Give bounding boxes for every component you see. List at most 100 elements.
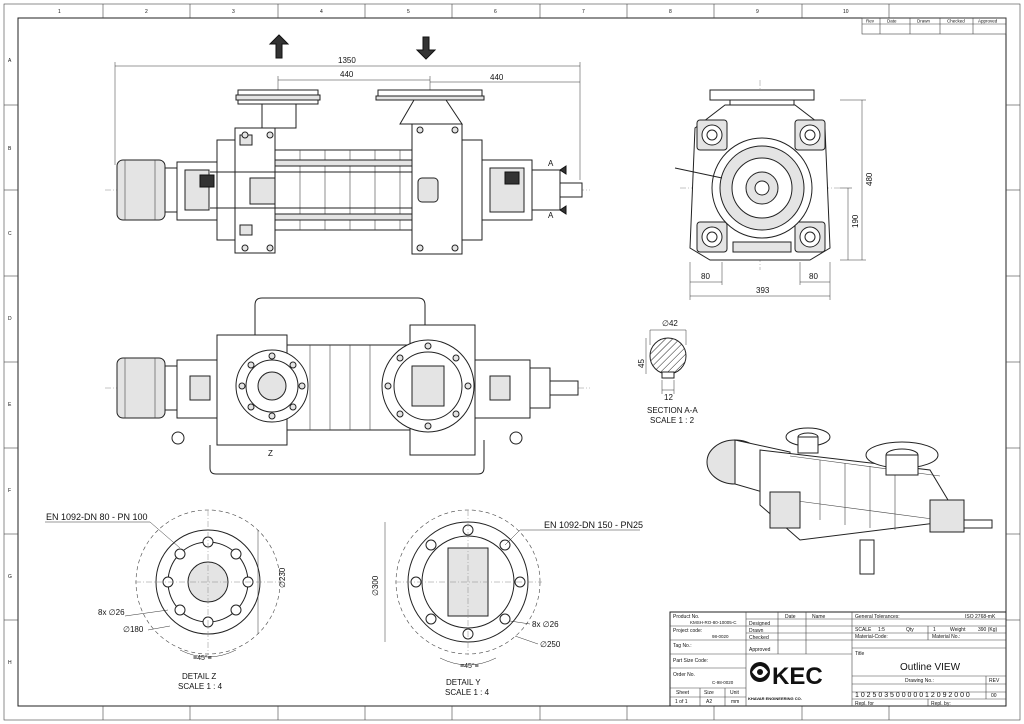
dim-440: 440 <box>340 70 354 79</box>
size-label: Size <box>704 690 714 696</box>
title-label: Title <box>855 651 864 657</box>
drawing-no-label: Drawing No.: <box>905 678 934 684</box>
zone-num: 8 <box>669 9 672 15</box>
zone-labels: 1 2 3 4 5 6 7 8 9 10 A B C D E F G H <box>8 9 849 666</box>
order-no-label: Order No. <box>673 672 695 678</box>
dim-45: 45 <box>637 359 646 368</box>
unit-value: mm <box>731 699 739 705</box>
detail-z-title: DETAIL Z <box>182 672 216 681</box>
detail-mark-z: Z <box>268 449 273 458</box>
general-tol: ISO 2768-mK <box>965 614 996 620</box>
angle-z: ≡45°≡ <box>193 654 212 662</box>
approved-label: Approved <box>749 647 771 653</box>
drawn-label: Drawn <box>749 628 764 634</box>
zone-letter: H <box>8 660 12 666</box>
dim-80: 80 <box>701 272 710 281</box>
zone-num: 9 <box>756 9 759 15</box>
general-tol-label: General Tolerances: <box>855 614 900 620</box>
flange-spec-z: EN 1092-DN 80 - PN 100 <box>46 512 148 522</box>
zone-letter: G <box>8 574 12 580</box>
material-code-label: Material-Code: <box>855 634 888 640</box>
rev-label: REV <box>989 678 1000 684</box>
section-mark-a: A <box>548 159 554 168</box>
revision-table: Rev Date Drawn Checked Approved <box>861 17 1007 35</box>
dim-440: 440 <box>490 73 504 82</box>
pump-top-view: Z <box>105 297 590 475</box>
title-block: Product No. KMSH-RO-80-10005-C Project c… <box>669 611 1007 707</box>
zone-letter: D <box>8 316 12 322</box>
drawing-no: 1 0 2 5 0 3 5 0 0 0 0 0 1 2 0 9 2 0 0 0 <box>855 692 970 699</box>
section-aa-scale: SCALE 1 : 2 <box>650 416 695 425</box>
repl-for-label: Repl. for <box>855 701 874 707</box>
rev-col-header: Approved <box>978 19 998 24</box>
designed-label: Designed <box>749 621 770 627</box>
detail-z-scale: SCALE 1 : 4 <box>178 682 223 691</box>
date-label: Date <box>785 614 796 620</box>
zone-num: 10 <box>843 9 849 15</box>
zone-num: 3 <box>232 9 235 15</box>
flange-spec-y: EN 1092-DN 150 - PN25 <box>544 520 643 530</box>
flow-down-arrow-icon <box>415 36 437 60</box>
dim-12: 12 <box>664 393 673 402</box>
logo-text: KEC <box>772 663 823 690</box>
company-name: KHAVAR ENGINEERING CO. <box>748 696 802 701</box>
dim-d42: ∅42 <box>662 319 678 328</box>
detail-z: ∅230 EN 1092-DN 80 - PN 100 8x ∅26 ∅180 … <box>45 509 287 691</box>
checked-label: Checked <box>749 635 769 641</box>
dim-190: 190 <box>851 214 860 228</box>
dim-d250: ∅250 <box>540 640 561 649</box>
pump-isometric-view <box>706 427 993 575</box>
detail-y-scale: SCALE 1 : 4 <box>445 688 490 697</box>
section-a-a: ∅42 45 12 SECTION A-A SCALE 1 : 2 <box>637 319 698 425</box>
kec-logo: KEC KHAVAR ENGINEERING CO. <box>748 662 823 701</box>
zone-ticks <box>4 4 1020 720</box>
project-code: 98-0020 <box>712 634 729 639</box>
part-size-label: Part Size Code: <box>673 658 708 664</box>
qty-value: 1 <box>933 627 936 633</box>
dim-480: 480 <box>865 172 874 186</box>
zone-letter: A <box>8 58 12 64</box>
zone-letter: B <box>8 146 12 152</box>
rev-col-header: Date <box>887 19 897 24</box>
dim-80: 80 <box>809 272 818 281</box>
detail-y: ∅300 EN 1092-DN 150 - PN25 8x ∅26 ∅250 ≡… <box>371 509 643 697</box>
scale-label: SCALE <box>855 627 872 633</box>
zone-num: 7 <box>582 9 585 15</box>
detail-y-title: DETAIL Y <box>446 678 481 687</box>
order-no: C-98-0020 <box>712 680 734 685</box>
dim-d300: ∅300 <box>371 575 380 596</box>
rev-col-header: Checked <box>947 19 965 24</box>
zone-letter: F <box>8 488 11 494</box>
product-no: KMSH-RO-80-10005-C <box>690 620 737 625</box>
flow-up-arrow-icon <box>268 34 290 59</box>
dim-d230: ∅230 <box>278 567 287 588</box>
repl-by-label: Repl. by: <box>931 701 951 707</box>
scale-value: 1:5 <box>878 627 885 633</box>
rev-value: 00 <box>991 693 997 699</box>
rev-col-header: Rev <box>866 19 875 24</box>
sheet-label: Sheet <box>676 690 690 696</box>
zone-num: 5 <box>407 9 410 15</box>
zone-letter: C <box>8 231 12 237</box>
qty-label: Qty <box>906 627 914 633</box>
project-code-label: Project code: <box>673 628 702 634</box>
material-no-label: Material No.: <box>932 634 960 640</box>
product-no-label: Product No. <box>673 614 699 620</box>
holes-z: 8x ∅26 <box>98 608 125 617</box>
dim-overall-length: 1350 <box>338 56 356 65</box>
zone-num: 1 <box>58 9 61 15</box>
weight-value: 390 (Kg) <box>978 627 998 633</box>
rev-col-header: Drawn <box>917 19 931 24</box>
sheet-value: 1 of 1 <box>675 699 688 705</box>
tag-no-label: Tag No.: <box>673 643 692 649</box>
unit-label: Unit <box>730 690 740 696</box>
angle-y: ≡45°≡ <box>460 662 479 670</box>
section-mark-a: A <box>548 211 554 220</box>
dim-393: 393 <box>756 286 770 295</box>
zone-num: 2 <box>145 9 148 15</box>
name-label: Name <box>812 614 826 620</box>
dim-d180: ∅180 <box>123 625 144 634</box>
pump-front-view: 1350 440 440 <box>105 56 590 255</box>
pump-end-view: 480 190 80 80 393 <box>674 80 874 300</box>
